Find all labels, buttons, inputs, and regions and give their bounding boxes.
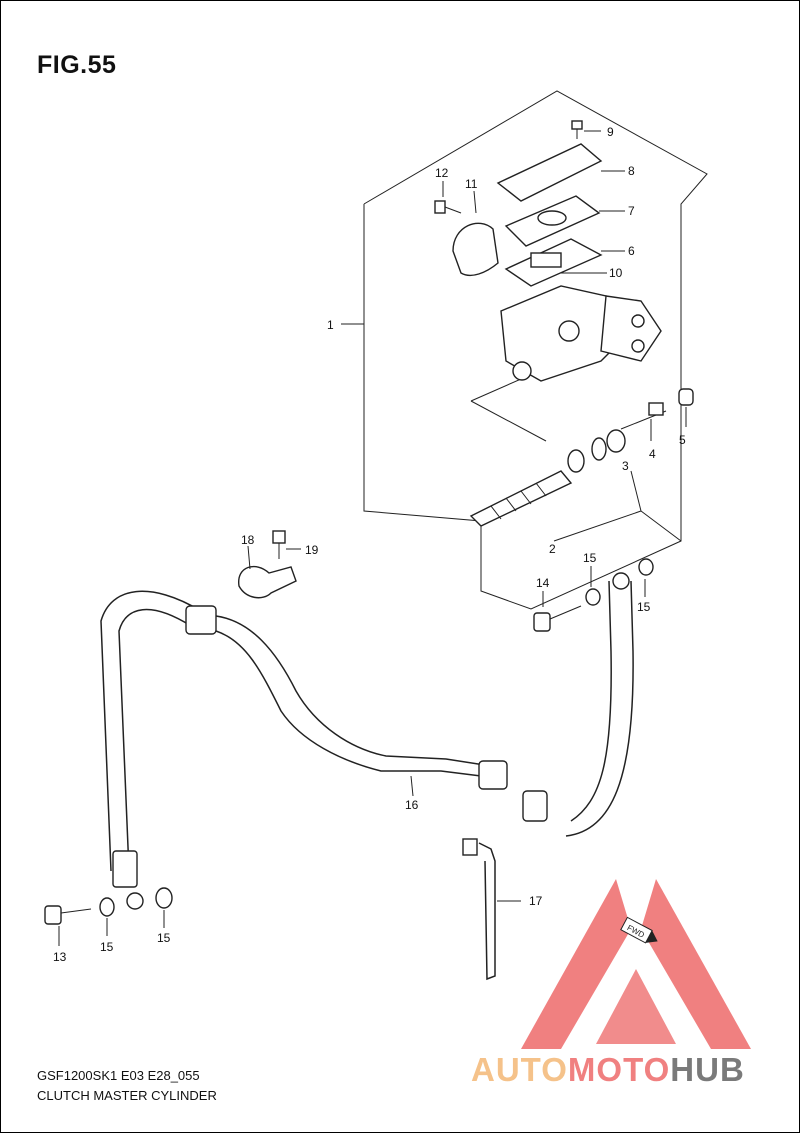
- callout-11: 11: [465, 177, 478, 191]
- assembly-boundary: [363, 90, 708, 610]
- part-nut-5: [678, 388, 694, 406]
- part-washer-15a: [585, 588, 601, 606]
- logo-word-moto: MOTO: [567, 1051, 671, 1088]
- part-bolt-19: [272, 530, 286, 559]
- callout-12: 12: [435, 166, 449, 180]
- part-piston-2: [469, 449, 585, 527]
- callout-9: 9: [607, 125, 614, 139]
- logo-triangle-inner: [596, 969, 676, 1044]
- part-pushrod-4: [620, 402, 667, 430]
- callout-15a: 15: [583, 551, 597, 565]
- callout-5: 5: [679, 433, 686, 447]
- logo-word-auto: AUTO: [471, 1051, 568, 1088]
- figure-name: CLUTCH MASTER CYLINDER: [37, 1088, 217, 1103]
- automotohub-logo: FWD: [521, 879, 751, 1049]
- logo-word-hub: HUB: [670, 1051, 745, 1088]
- callout-19: 19: [305, 543, 319, 557]
- callout-4: 4: [649, 447, 656, 461]
- callout-14: 14: [536, 576, 550, 590]
- callout-1: 1: [327, 318, 334, 332]
- callout-18: 18: [241, 533, 255, 547]
- callout-13: 13: [53, 950, 67, 964]
- figure-code: GSF1200SK1 E03 E28_055: [37, 1068, 200, 1083]
- part-bolt-13: [44, 905, 92, 925]
- callout-17: 17: [529, 894, 543, 908]
- callout-2: 2: [549, 542, 556, 556]
- logo-triangle-right: [641, 879, 751, 1049]
- callout-6: 6: [628, 244, 635, 258]
- part-ring-3: [591, 437, 607, 461]
- logo-wordmark: AUTOMOTOHUB: [471, 1051, 745, 1089]
- callout-7: 7: [628, 204, 635, 218]
- callout-3: 3: [622, 459, 629, 473]
- part-bolt-12: [434, 200, 462, 214]
- part-washer-15b: [638, 558, 654, 576]
- callout-16: 16: [405, 798, 419, 812]
- callout-15c: 15: [100, 940, 114, 954]
- part-clamp-11: [452, 222, 499, 277]
- part-washer-15d: [155, 887, 173, 909]
- part-screw-9: [571, 120, 601, 139]
- figure-title: FIG.55: [37, 51, 117, 79]
- logo-triangle-left: [521, 879, 631, 1049]
- part-cap-8: [496, 143, 603, 202]
- callout-8: 8: [628, 164, 635, 178]
- part-clamp-18: [238, 565, 297, 599]
- callout-10: 10: [609, 266, 623, 280]
- part-cable-tie-17: [462, 838, 496, 981]
- part-washer-15c: [99, 897, 115, 917]
- callout-15d: 15: [157, 931, 171, 945]
- part-master-cylinder-body-1: [500, 285, 662, 382]
- callout-15b: 15: [637, 600, 651, 614]
- part-bolt-14: [533, 605, 582, 632]
- part-hose-16: [100, 572, 634, 910]
